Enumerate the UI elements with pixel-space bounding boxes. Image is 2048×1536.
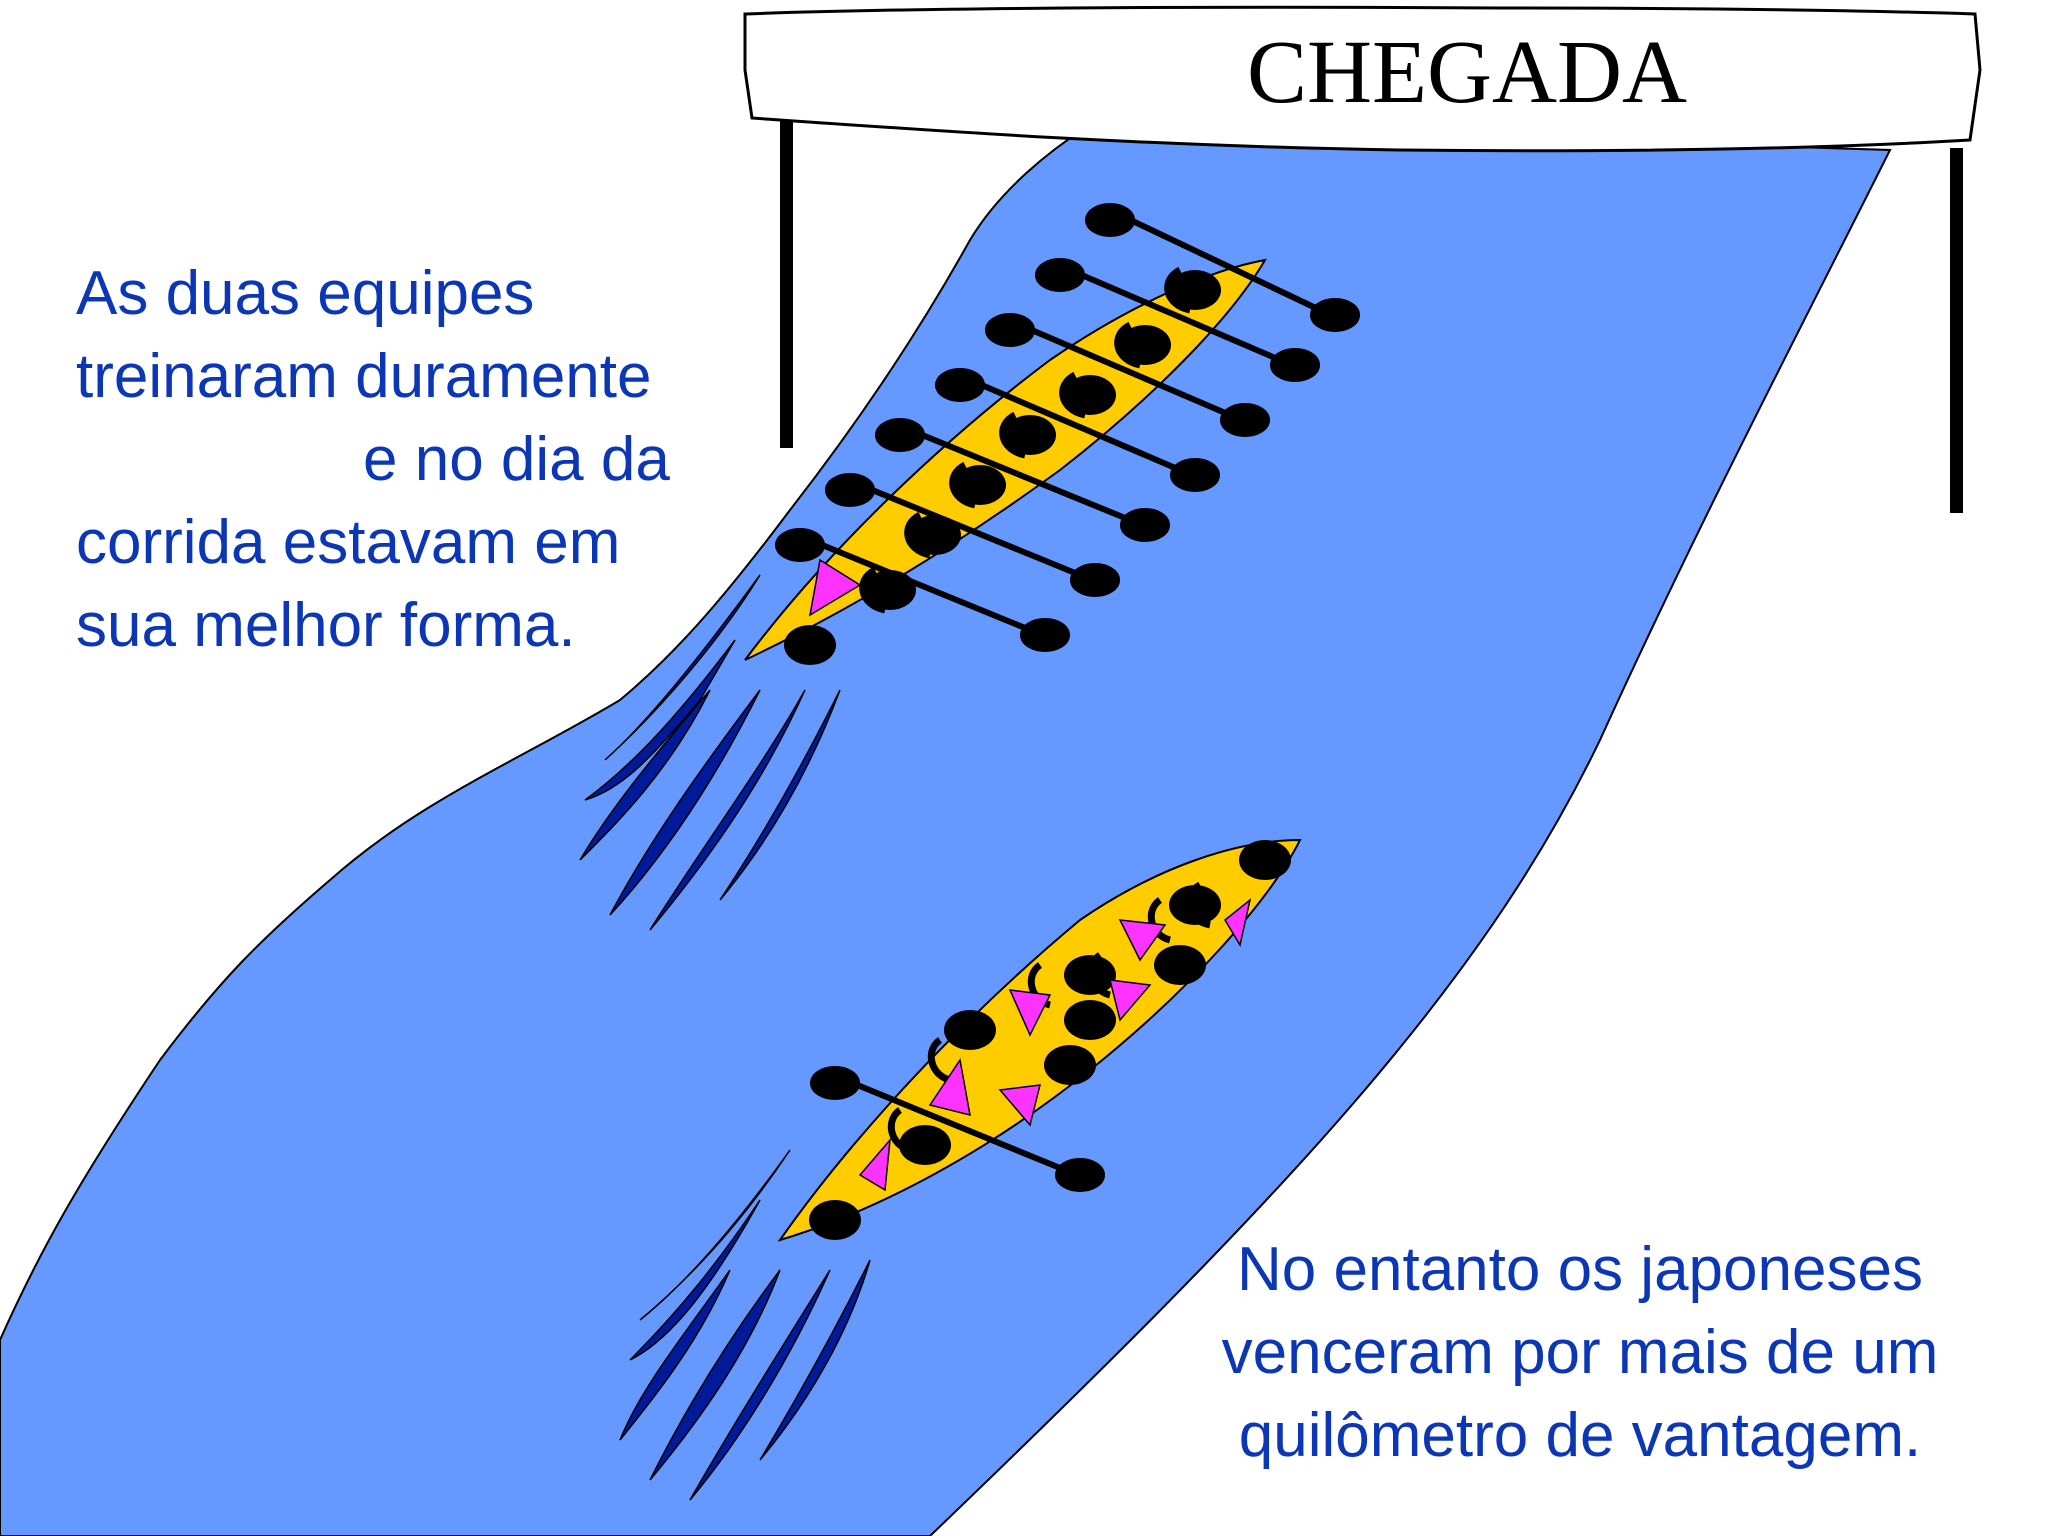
rower [1064,1000,1116,1040]
coach [928,1058,971,1117]
rower [1169,270,1221,310]
rower [1119,325,1171,365]
rower [1044,1045,1096,1085]
caption-left-line: e no dia da [363,425,670,494]
wake-top [579,574,841,931]
caption-left-line: sua melhor forma. [76,591,576,660]
caption-left-line: treinaram duramente [76,342,652,411]
top-boat-rowers [784,270,1221,665]
rower [809,1200,861,1240]
bottom-boat [777,838,1302,1242]
rower [784,625,836,665]
rower [1004,415,1056,455]
top-boat-oars [775,203,1360,652]
coach [1118,919,1167,962]
coach [858,1137,891,1192]
top-boat-arms [859,266,1191,614]
rower [1064,375,1116,415]
rower [899,1125,951,1165]
caption-left-line: corrida estavam em [76,508,621,577]
rower [1169,885,1221,925]
rower [909,515,961,555]
caption-right-line: quilômetro de vantagem. [1238,1401,1922,1470]
rower [864,570,916,610]
coach [998,1084,1041,1127]
caption-left-line: As duas equipes [76,259,535,328]
bottom-boat-coaches [858,898,1252,1192]
rower [1239,840,1291,880]
rower [1154,945,1206,985]
caption-right-line: No entanto os japoneses [1237,1235,1923,1304]
top-boat [744,203,1360,665]
bottom-boat-oar [810,1066,1105,1192]
finish-banner-label: CHEGADA [1247,23,1687,122]
finish-banner: CHEGADA [743,5,1982,153]
rower [954,465,1006,505]
caption-right: No entanto os japoneses venceram por mai… [1160,1228,2000,1477]
rower [944,1010,996,1050]
coach [1008,989,1052,1037]
caption-right-line: venceram por mais de um [1221,1318,1939,1387]
finish-post-right [1950,148,1963,513]
caption-left: As duas equipes treinaram duramente e no… [76,252,756,667]
top-boat-coach [808,558,862,617]
finish-post-left [780,118,793,448]
wake-bottom [619,1149,871,1501]
river [0,123,1892,1536]
coach [1109,979,1152,1022]
coach [1224,898,1252,947]
